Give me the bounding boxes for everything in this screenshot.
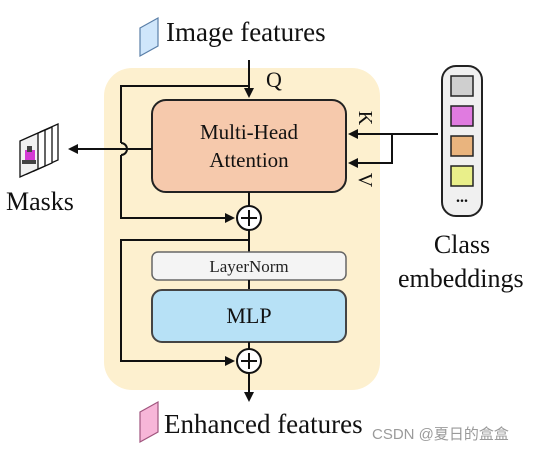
masks-label: Masks — [6, 187, 74, 216]
multi-head-attention-block — [151, 99, 347, 193]
class-slot-1 — [450, 75, 474, 97]
class-slot-2 — [450, 105, 474, 127]
image-features-label: Image features — [166, 17, 326, 47]
mha-label-line2: Attention — [209, 148, 289, 172]
class-slot-3 — [450, 135, 474, 157]
class-label-line1: Class — [433, 230, 491, 259]
class-ellipsis: ... — [456, 189, 468, 206]
key-label: K — [354, 110, 377, 126]
enhanced-features-icon — [139, 400, 159, 444]
residual-path-top-a — [120, 85, 249, 143]
class-slot-4 — [450, 165, 474, 187]
value-label: V — [354, 172, 377, 188]
mha-label-line1: Multi-Head — [200, 120, 298, 144]
class-label-line2: embeddings — [398, 264, 524, 293]
masks-icon — [19, 122, 59, 179]
residual-path-top-b — [120, 155, 235, 223]
query-label: Q — [266, 67, 282, 92]
residual-path-bottom — [120, 239, 249, 366]
mlp-label: MLP — [226, 303, 272, 328]
enhanced-features-label: Enhanced features — [164, 409, 363, 439]
image-features-icon — [139, 16, 159, 58]
layernorm-label: LayerNorm — [209, 257, 289, 276]
watermark: CSDN @夏日的盒盒 — [372, 426, 509, 443]
